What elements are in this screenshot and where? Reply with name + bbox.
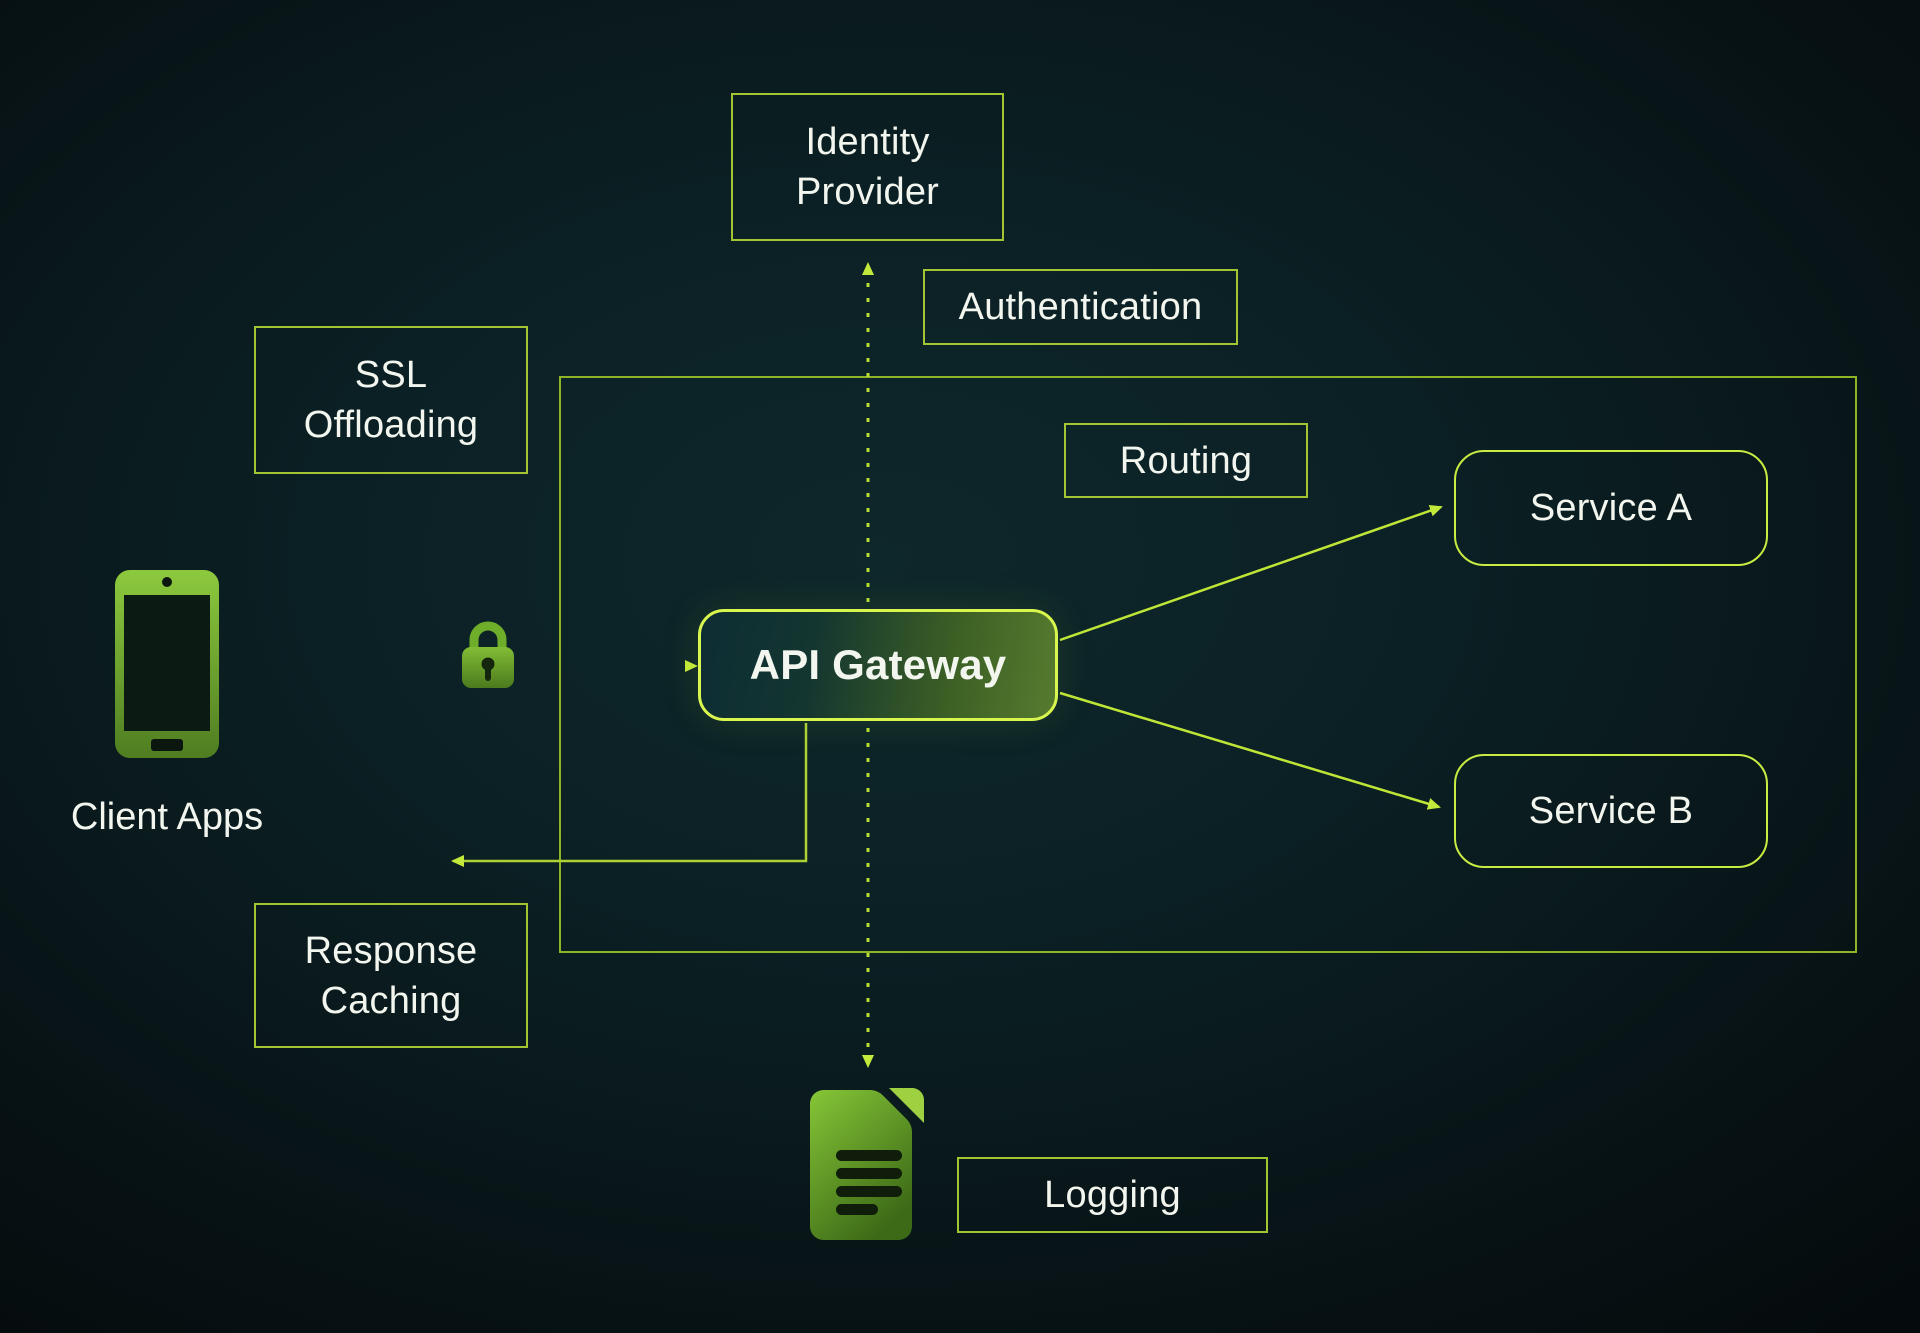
routing-label: Routing — [1119, 439, 1253, 482]
node-authentication: Authentication — [923, 269, 1238, 345]
ssl-offloading-label-line2: Offloading — [303, 404, 479, 446]
smartphone-icon — [115, 570, 219, 758]
api-gateway-label: API Gateway — [749, 641, 1007, 688]
gateway-to-service-b-line — [1059, 691, 1441, 810]
node-identity-provider: Identity Provider — [731, 93, 1004, 241]
gateway-response-return-line — [451, 723, 808, 867]
gateway-boundary-rect — [559, 376, 1857, 953]
ssl-offloading-label-line1: SSL — [354, 354, 428, 396]
node-response-caching: Response Caching — [254, 903, 528, 1048]
response-caching-label-line2: Caching — [320, 979, 462, 1022]
node-logging: Logging — [957, 1157, 1268, 1233]
client-apps-label: Client Apps — [70, 796, 264, 838]
service-b-label: Service B — [1528, 790, 1694, 832]
response-caching-label-line1: Response — [304, 929, 478, 972]
logging-label: Logging — [1044, 1174, 1181, 1216]
node-api-gateway: API Gateway — [698, 609, 1058, 721]
node-ssl-offloading: SSL Offloading — [254, 326, 528, 474]
document-icon — [810, 1088, 924, 1240]
identity-provider-label-line2: Provider — [795, 171, 940, 213]
service-a-label: Service A — [1529, 487, 1693, 529]
lock-icon — [462, 621, 514, 688]
node-service-a: Service A — [1454, 450, 1768, 566]
authentication-label: Authentication — [958, 286, 1203, 328]
node-service-b: Service B — [1454, 754, 1768, 868]
gateway-to-service-a-line — [1059, 504, 1443, 642]
node-routing: Routing — [1064, 423, 1308, 498]
identity-provider-label-line1: Identity — [805, 121, 930, 163]
